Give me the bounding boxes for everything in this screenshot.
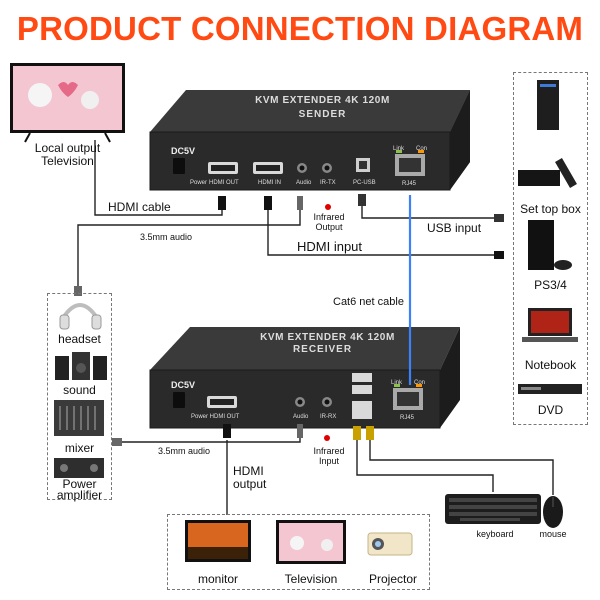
monitor-label: monitor xyxy=(197,572,238,586)
cat6-label: Cat6 net cable xyxy=(333,296,404,308)
left-device-frame xyxy=(47,293,112,500)
right-device-frame xyxy=(513,72,588,425)
mouse-label: mouse xyxy=(539,529,567,539)
ir-output-line2: Output xyxy=(315,222,343,232)
notebook-label: Notebook xyxy=(524,358,577,372)
hdmi-cable-label: HDMI cable xyxy=(108,200,171,214)
local-tv-label: Local output Television xyxy=(10,142,125,168)
sender-ir-label: IR-TX xyxy=(320,180,336,186)
ps34-label: PS3/4 xyxy=(534,278,567,292)
amplifier-line2: amplifier xyxy=(56,488,103,502)
receiver-unit xyxy=(149,327,460,429)
sender-link-label: Link xyxy=(393,146,405,152)
receiver-model: KVM EXTENDER 4K 120M xyxy=(260,332,395,343)
headset-label: headset xyxy=(58,332,101,346)
projector-label: Projector xyxy=(368,572,418,586)
sender-audio-label: Audio xyxy=(296,180,312,186)
receiver-audio-label: Audio xyxy=(293,414,309,420)
audio-bottom-label: 3.5mm audio xyxy=(158,446,211,456)
ir-output-line1: Infrared xyxy=(313,212,345,222)
local-tv-line1: Local output xyxy=(34,141,101,155)
sound-label: sound xyxy=(63,383,96,397)
sender-con-label: Con xyxy=(416,146,428,152)
receiver-con-label: Con xyxy=(414,380,426,386)
bottom-device-frame xyxy=(167,514,430,590)
local-tv-line2: Television xyxy=(41,154,94,168)
ir-tx-dot xyxy=(325,204,331,210)
sender-power-label: Power xyxy=(190,180,208,186)
amplifier-label: Power amplifier xyxy=(47,477,112,502)
ir-output-label: Infrared Output xyxy=(308,212,350,232)
keyboard-label: keyboard xyxy=(476,529,514,539)
local-tv-image xyxy=(10,63,125,143)
mixer-label: mixer xyxy=(64,441,95,455)
sender-rj45-label: RJ45 xyxy=(402,181,417,187)
bottom-device-images xyxy=(185,520,413,564)
sender-hdmi-in-label: HDMI IN xyxy=(258,180,281,186)
audio-top-label: 3.5mm audio xyxy=(140,232,193,242)
hdmi-output-line1: HDMI xyxy=(233,464,264,478)
ir-input-line1: Infrared xyxy=(313,446,345,456)
sender-dc-label: DC5V xyxy=(171,146,196,156)
ir-rx-dot xyxy=(324,435,330,441)
ir-input-line2: Input xyxy=(318,456,340,466)
sender-role: SENDER xyxy=(298,109,347,120)
receiver-rj45-label: RJ45 xyxy=(400,415,415,421)
usb-input-label: USB input xyxy=(427,221,482,235)
receiver-link-label: Link xyxy=(391,380,403,386)
amplifier-line1: Power xyxy=(62,477,97,491)
dvd-label: DVD xyxy=(537,403,564,417)
page-title: PRODUCT CONNECTION DIAGRAM xyxy=(16,10,584,47)
receiver-dc-label: DC5V xyxy=(171,380,196,390)
hdmi-input-label: HDMI input xyxy=(297,239,363,254)
receiver-power-hdmi-label: Power HDMI OUT xyxy=(191,414,240,420)
receiver-role: RECEIVER xyxy=(292,344,353,355)
right-device-images xyxy=(518,80,582,394)
television-label: Television xyxy=(284,572,338,586)
sender-model: KVM EXTENDER 4K 120M xyxy=(255,95,390,106)
left-device-images xyxy=(54,303,107,478)
receiver-ir-label: IR-RX xyxy=(320,414,337,420)
cables xyxy=(77,140,554,515)
hdmi-output-line2: output xyxy=(233,477,267,491)
sender-usb-label: PC-USB xyxy=(353,180,376,186)
sender-hdmi-out-label: HDMI OUT xyxy=(209,180,239,186)
set-top-box-label: Set top box xyxy=(520,202,581,216)
sender-unit xyxy=(149,90,470,191)
peripheral-images xyxy=(445,494,563,528)
ir-input-label: Infrared Input xyxy=(308,446,350,466)
hdmi-output-label: HDMI output xyxy=(233,465,266,491)
